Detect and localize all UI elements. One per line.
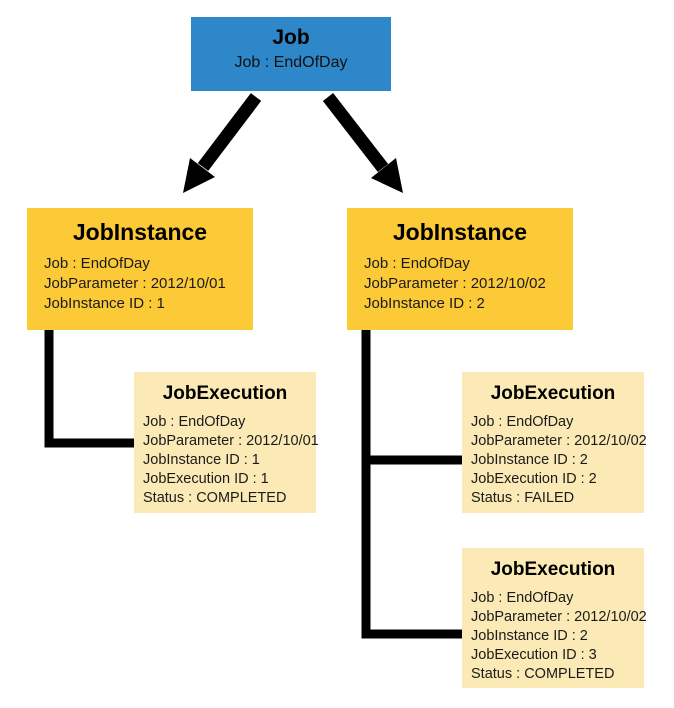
detail-line: JobInstance ID : 2	[471, 452, 588, 468]
job-instance-1-title: JobInstance	[72, 219, 208, 245]
detail-line: Job : EndOfDay	[471, 590, 574, 606]
detail-line: Job : EndOfDay	[471, 414, 574, 430]
connector-instance2-execution3	[361, 455, 462, 639]
detail-line: JobExecution ID : 3	[471, 647, 597, 663]
job-execution-2-box: JobExecution Job : EndOfDay JobParameter…	[462, 372, 647, 513]
detail-line: JobParameter : 2012/10/02	[364, 275, 546, 292]
arrow-job-to-instance-2	[322, 93, 403, 193]
connector-instance1-execution1	[44, 330, 135, 448]
job-execution-3-details: Job : EndOfDay JobParameter : 2012/10/02…	[462, 589, 647, 684]
job-execution-2-details: Job : EndOfDay JobParameter : 2012/10/02…	[462, 413, 647, 508]
arrow-job-to-instance-1	[183, 93, 262, 193]
job-execution-1-details: Job : EndOfDay JobParameter : 2012/10/01…	[134, 413, 319, 508]
detail-line: JobInstance ID : 1	[44, 295, 165, 312]
job-execution-3-box: JobExecution Job : EndOfDay JobParameter…	[462, 548, 647, 688]
detail-line: JobInstance ID : 2	[471, 628, 588, 644]
detail-line: JobParameter : 2012/10/02	[471, 609, 647, 625]
detail-line status-line: Status : FAILED	[471, 490, 575, 506]
job-box: Job Job : EndOfDay	[191, 17, 391, 91]
detail-line: JobParameter : 2012/10/01	[44, 275, 226, 292]
detail-line: Job : EndOfDay	[44, 255, 150, 272]
detail-line status-line: Status : COMPLETED	[143, 490, 287, 506]
detail-line: Job : EndOfDay	[143, 414, 246, 430]
detail-line: JobExecution ID : 1	[143, 471, 269, 487]
job-execution-2-title: JobExecution	[490, 383, 616, 404]
job-box-title: Job	[272, 26, 310, 49]
job-instance-2-box: JobInstance Job : EndOfDay JobParameter …	[347, 208, 573, 330]
job-box-subtitle: Job : EndOfDay	[234, 54, 348, 71]
detail-line: JobInstance ID : 2	[364, 295, 485, 312]
detail-line: JobInstance ID : 1	[143, 452, 260, 468]
connector-instance2-execution2	[361, 330, 462, 465]
detail-line: JobParameter : 2012/10/01	[143, 433, 319, 449]
job-instance-2-title: JobInstance	[392, 219, 528, 245]
detail-line: JobExecution ID : 2	[471, 471, 597, 487]
job-execution-1-title: JobExecution	[162, 383, 288, 404]
job-instance-1-box: JobInstance Job : EndOfDay JobParameter …	[27, 208, 253, 330]
job-execution-1-box: JobExecution Job : EndOfDay JobParameter…	[134, 372, 319, 513]
detail-line: Job : EndOfDay	[364, 255, 470, 272]
job-instance-2-details: Job : EndOfDay JobParameter : 2012/10/02…	[347, 254, 573, 314]
job-instance-1-details: Job : EndOfDay JobParameter : 2012/10/01…	[27, 254, 253, 314]
detail-line status-line: Status : COMPLETED	[471, 666, 615, 682]
job-execution-3-title: JobExecution	[490, 559, 616, 580]
detail-line: JobParameter : 2012/10/02	[471, 433, 647, 449]
